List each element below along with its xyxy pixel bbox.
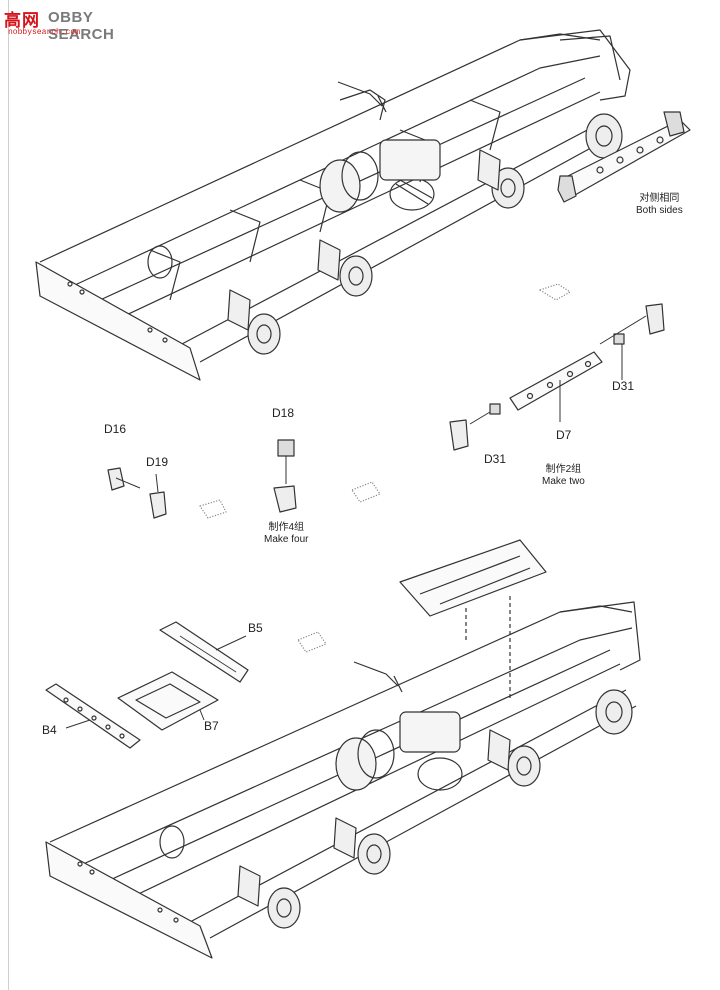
note-both-sides-cn: 对侧相同 [639,193,680,204]
part-d31-pads [449,303,665,451]
bottom-chassis-frame [45,539,641,959]
note-make-two: 制作2组 Make two [542,464,585,488]
label-d31-right: D31 [612,379,635,393]
label-d7: D7 [556,428,572,442]
part-b5 [159,621,249,683]
part-b7 [117,671,219,731]
label-b4: B4 [42,723,57,737]
note-make-two-en: Make two [542,476,585,487]
label-b7: B7 [204,719,219,733]
label-d18: D18 [272,406,295,420]
part-d19 [149,473,167,519]
note-both-sides: 对侧相同 Both sides [636,193,683,217]
direction-arrow [199,283,571,653]
note-both-sides-en: Both sides [636,205,683,216]
note-make-four-cn: 制作4组 [268,522,305,533]
label-d19: D19 [146,455,169,469]
label-b5: B5 [248,621,263,635]
note-make-four: 制作4组 Make four [264,522,308,546]
part-d7-arm [509,351,603,422]
watermark-brand: OBBY SEARCH [48,9,115,43]
part-b4 [45,683,141,749]
label-d31-left: D31 [484,452,507,466]
watermark-site: nobbysearch.com [8,28,81,37]
watermark-logo: 高网 OBBY SEARCH nobbysearch.com [4,4,164,43]
note-make-two-cn: 制作2组 [545,464,582,475]
note-make-four-en: Make four [264,534,309,545]
top-chassis-frame [35,29,691,381]
watermark-badge: 高网 [4,11,40,30]
part-d18 [273,439,297,513]
label-d16: D16 [104,422,127,436]
part-d16 [107,467,141,491]
page-edge-line [8,0,9,990]
